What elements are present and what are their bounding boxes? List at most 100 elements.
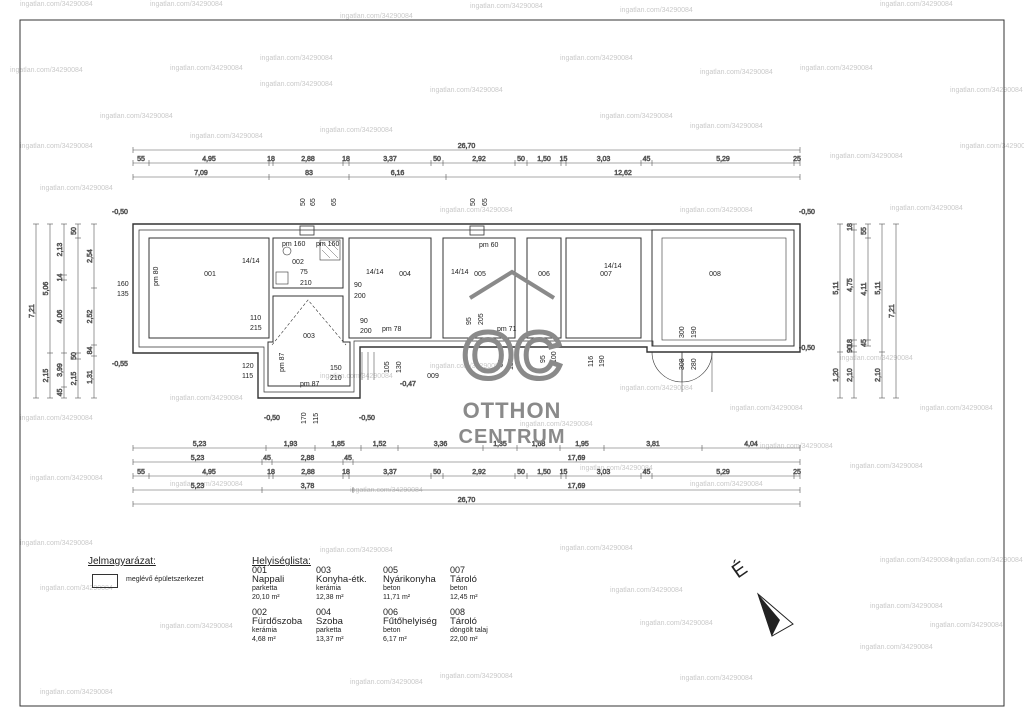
bottom-dim-row3-label: 1,50	[537, 469, 551, 476]
room-002-outline	[272, 237, 344, 289]
legend-title: Jelmagyarázat:	[88, 556, 156, 567]
watermark-text: ingatlan.com/34290084	[430, 363, 503, 370]
size-label: 215	[250, 325, 262, 332]
size-label: 90	[354, 282, 362, 289]
opening-label: pm 87	[279, 352, 286, 372]
size-label: 170	[301, 412, 308, 424]
room-entry-area: 6,17 m²	[383, 636, 407, 643]
terrace-steps	[361, 352, 375, 380]
top-dim-row1-label: 3,37	[383, 156, 397, 163]
bottom-dim-row1-label: 1,68	[532, 441, 546, 448]
top-dim-row1-label: 15	[560, 156, 568, 163]
room-entry-name: Szoba	[316, 616, 343, 627]
top-dim-row2-label: 6,16	[391, 170, 405, 177]
size-label: 160	[117, 281, 129, 288]
bottom-dim-row3-label: 18	[267, 469, 275, 476]
watermark-text: ingatlan.com/34290084	[690, 481, 763, 488]
size-label: 116	[588, 356, 595, 367]
right-dim-col2-label: 18	[847, 339, 854, 347]
opening-label: pm 160	[316, 241, 339, 248]
room-entry-number: 005	[383, 565, 399, 575]
outer-wall	[132, 223, 801, 399]
watermark-text: ingatlan.com/34290084	[620, 385, 693, 392]
level-mark: -0,47	[400, 381, 416, 388]
size-label: 105	[384, 361, 391, 373]
top-dim-row1-label: 2,88	[301, 156, 315, 163]
left-dim-col4-label: 2,15	[71, 372, 78, 386]
bottom-dim-row3-label: 55	[137, 469, 145, 476]
legend-item: meglévő épületszerkezet	[126, 576, 204, 583]
bottom-dim-row3-label: 5,29	[716, 469, 730, 476]
room-entry-name: Nyárikonyha	[383, 574, 436, 585]
size-label: 130	[508, 358, 515, 370]
room-entry-number: 002	[252, 607, 268, 617]
chimney-2	[469, 225, 485, 236]
top-dim-row1-label: 50	[517, 156, 525, 163]
bottom-dim-row2-label: 45	[263, 455, 271, 462]
room-entry-floor: parketta	[316, 627, 342, 634]
chimney-1	[299, 225, 315, 236]
room-number: 005	[474, 271, 486, 278]
bottom-dim-row3-label: 50	[517, 469, 525, 476]
bottom-dim-row2-label: 2,88	[301, 455, 315, 462]
size-label: 210	[330, 375, 342, 382]
bathtub-fixture	[275, 271, 289, 285]
size-label: 190	[599, 355, 606, 367]
room-entry-floor: döngölt talaj	[450, 627, 488, 634]
top-dim-row2-label: 12,62	[614, 170, 632, 177]
room-entry-area: 11,71 m²	[383, 594, 411, 601]
bottom-dim-row3-label: 4,95	[202, 469, 216, 476]
level-mark: -0,50	[799, 345, 815, 352]
size-label: 308	[679, 358, 686, 370]
size-label: 110	[250, 315, 261, 322]
left-dim-col3-label: 3,99	[57, 363, 64, 377]
left-dim-col5-label: 1,31	[87, 370, 94, 384]
watermark-text: ingatlan.com/34290084	[440, 207, 513, 214]
building-walls	[132, 223, 801, 399]
room-entry-floor: beton	[383, 585, 401, 592]
left-dim-col3-label: 45	[57, 389, 64, 397]
size-label: 130	[396, 361, 403, 373]
size-label: 50	[300, 198, 307, 206]
watermark-text: ingatlan.com/34290084	[440, 673, 513, 680]
kitchen-diagonals	[271, 299, 347, 346]
room-entry-number: 001	[252, 565, 268, 575]
size-label: 190	[691, 326, 698, 338]
opening-label: pm 78	[382, 326, 402, 333]
watermark-text: ingatlan.com/34290084	[170, 65, 243, 72]
right-dim-col2-label: 90	[847, 345, 854, 353]
opening-label: 14/14	[451, 269, 469, 276]
watermark-text: ingatlan.com/34290084	[930, 622, 1003, 629]
watermark-text: ingatlan.com/34290084	[560, 545, 633, 552]
watermark-text: ingatlan.com/34290084	[470, 3, 543, 10]
room-entry-area: 13,37 m²	[316, 636, 344, 643]
watermark-text: ingatlan.com/34290084	[800, 65, 873, 72]
top-dim-row1-label: 5,29	[716, 156, 730, 163]
watermark-text: ingatlan.com/34290084	[170, 395, 243, 402]
size-label: 75	[300, 269, 308, 276]
room-number: 003	[303, 333, 315, 340]
room-entry-number: 004	[316, 607, 332, 617]
bottom-dim-row1-label: 1,95	[575, 441, 589, 448]
watermark-text: ingatlan.com/34290084	[350, 487, 423, 494]
room-list-title: Helyiséglista:	[252, 556, 311, 567]
room-entry-name: Fűtőhelyiség	[383, 616, 437, 627]
bottom-dim-row1-label: 1,52	[373, 441, 387, 448]
watermark-text: ingatlan.com/34290084	[870, 603, 943, 610]
room-004-outline	[348, 237, 432, 339]
room-entry-floor: parketta	[252, 585, 278, 592]
room-006-outline	[526, 237, 562, 339]
watermark-text: ingatlan.com/34290084	[430, 87, 503, 94]
shower-hatch	[321, 241, 339, 259]
left-dim-col4-label: 50	[71, 227, 78, 235]
left-dim-col5-label: 2,54	[87, 249, 94, 263]
room-number: 004	[399, 271, 411, 278]
size-label: 200	[354, 293, 366, 300]
bottom-dim-row2-label: 5,23	[191, 455, 205, 462]
bottom-dim-row1-label: 4,04	[744, 441, 758, 448]
